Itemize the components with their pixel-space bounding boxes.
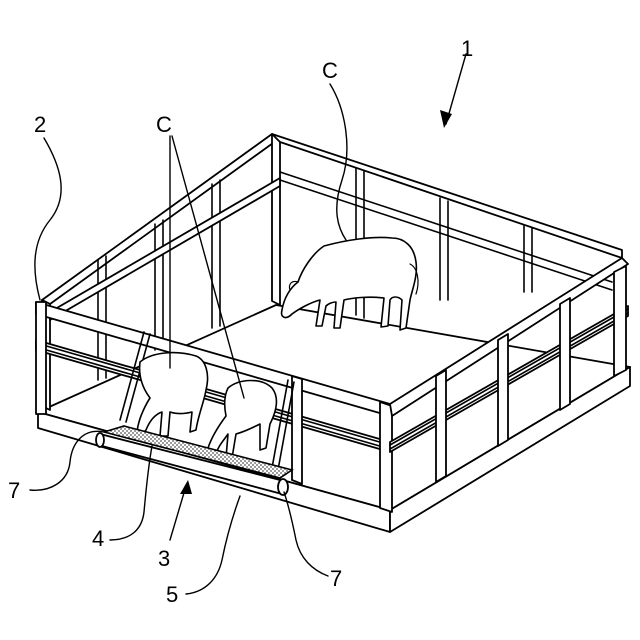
label-5: 5: [166, 582, 178, 607]
label-c-left: C: [156, 112, 172, 137]
label-7-right: 7: [330, 566, 342, 591]
label-2: 2: [34, 112, 46, 137]
label-c-top: C: [322, 58, 338, 83]
leader-2: [35, 138, 61, 300]
leader-5: [186, 496, 240, 594]
label-7-left: 7: [8, 478, 20, 503]
arrowhead-1: [440, 110, 452, 128]
label-1: 1: [461, 36, 473, 61]
label-4: 4: [92, 526, 104, 551]
arrowhead-3: [180, 480, 192, 494]
label-3: 3: [158, 546, 170, 571]
leader-3-arrow: [170, 486, 186, 540]
